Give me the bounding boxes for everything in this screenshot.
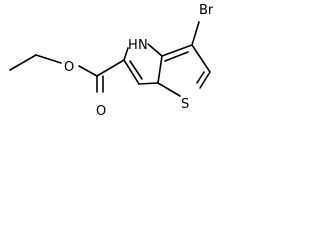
- bond-c6-c6a: [138, 82, 159, 85]
- bond-c2-s-inner: [196, 71, 205, 84]
- bond-c6a-c3a: [157, 55, 163, 84]
- bond-c3-c2: [191, 44, 211, 73]
- atom-labels: Br H N O O S: [64, 3, 214, 119]
- bond-carbonyl-c5: [96, 59, 125, 77]
- bond-o-carbonyl: [78, 65, 98, 77]
- bond-ch3-ch2: [9, 54, 37, 71]
- bond-c2-s: [199, 71, 211, 89]
- nh-hydrogen-label: H: [128, 38, 138, 53]
- carbonyl-oxygen-label: O: [96, 104, 106, 119]
- bonds: [9, 21, 211, 97]
- bond-c3a-c3: [161, 44, 193, 57]
- ester-oxygen-label: O: [64, 60, 74, 75]
- sulfur-label: S: [181, 97, 189, 112]
- bond-c3a-c3-inner: [164, 51, 189, 62]
- bond-c5-c6: [123, 59, 140, 85]
- nitrogen-label: N: [138, 38, 148, 53]
- bond-ch2-o: [35, 54, 62, 64]
- bond-c5-n4: [123, 47, 129, 61]
- bond-c3-br: [191, 21, 200, 46]
- chemical-structure: Br H N O O S: [9, 3, 214, 119]
- bond-n4-c3a: [147, 43, 163, 57]
- bromine-label: Br: [199, 3, 214, 18]
- bond-c5-c6-inner: [129, 60, 143, 80]
- bond-s-c6a: [157, 82, 181, 97]
